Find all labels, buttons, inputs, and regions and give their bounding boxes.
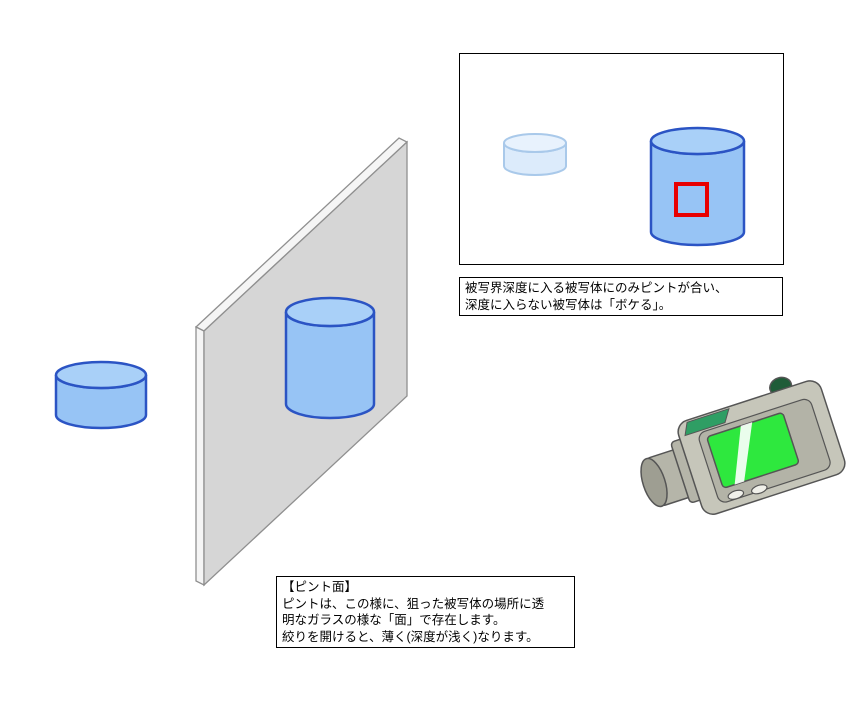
far-cylinder-body [284, 311, 376, 420]
focus-scene [54, 137, 409, 587]
note-line-3: 明なガラスの様な「面」で存在します。 [282, 613, 506, 627]
camera-illustration [640, 376, 846, 515]
far-cylinder [284, 296, 376, 420]
dof-caption-line-2: 深度に入らない被写体は「ボケる」。 [465, 297, 672, 312]
blurred-cylinder-top [503, 133, 567, 153]
note-line-title: 【ピント面】 [282, 580, 358, 594]
near-cylinder-top [54, 360, 148, 390]
focus-plane-left-edge [195, 325, 205, 587]
far-cylinder-top [284, 296, 376, 328]
note-line-2: ピントは、この様に、狙った被写体の場所に透 [282, 596, 545, 611]
focus-frame [674, 182, 709, 217]
dof-caption: 被写界深度に入る被写体にのみピントが合い、 深度に入らない被写体は「ボケる」。 [459, 277, 783, 316]
focused-cylinder [649, 126, 746, 247]
near-cylinder [54, 360, 148, 430]
viewfinder-panel [459, 53, 784, 265]
focused-cylinder-body [649, 140, 746, 247]
note-line-4: 絞りを開けると、薄く(深度が浅く)なります。 [282, 629, 539, 644]
camera-button-left [727, 489, 745, 500]
dof-caption-line-1: 被写界深度に入る被写体にのみピントが合い、 [465, 281, 728, 295]
focused-cylinder-top [649, 126, 746, 156]
camera-button-right [750, 484, 768, 495]
camera-lens-front [640, 457, 668, 508]
focus-plane-note: 【ピント面】 ピントは、この様に、狙った被写体の場所に透 明なガラスの様な「面」… [276, 576, 575, 648]
camera-screen-glare [734, 422, 753, 485]
camera-accent-plate [684, 407, 730, 437]
blurred-cylinder [503, 133, 567, 176]
